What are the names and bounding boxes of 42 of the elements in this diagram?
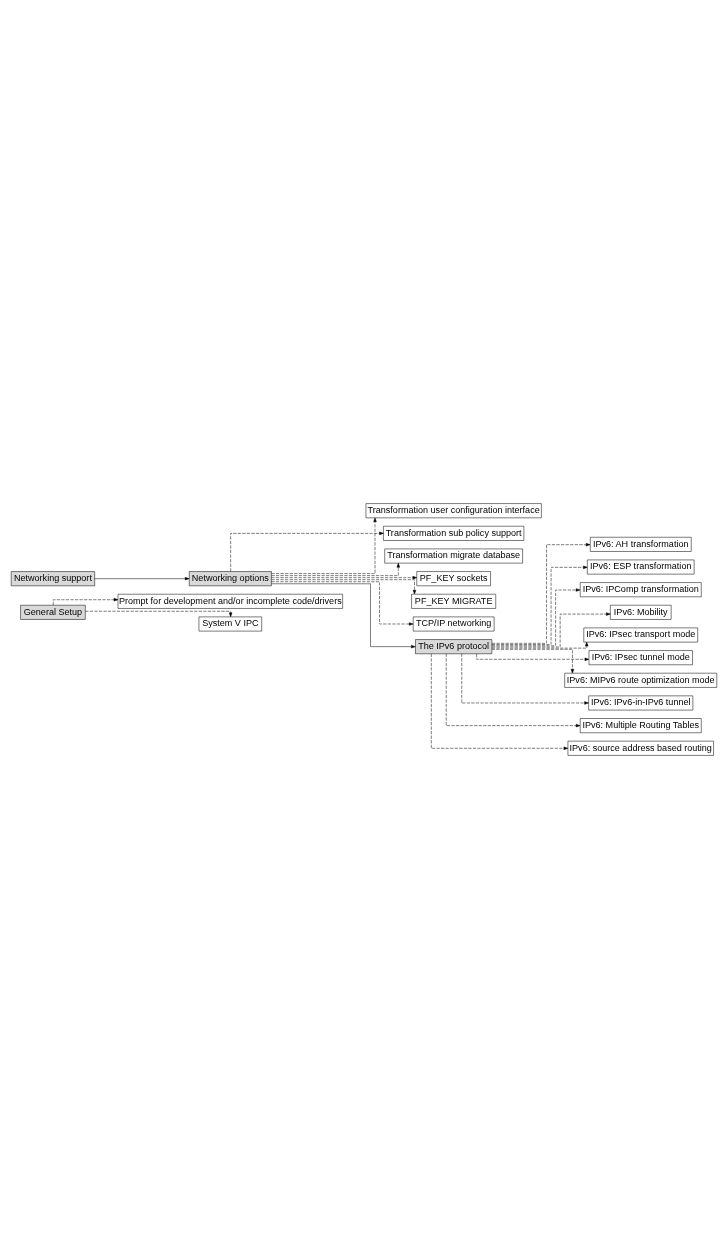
node-box: IPv6: ESP transformation: [587, 559, 695, 575]
arrow: [491, 649, 575, 674]
arrow: [271, 517, 377, 574]
node-box: IPv6: IPv6-in-IPv6 tunnel: [588, 695, 694, 711]
node-box: Transformation migrate database: [384, 548, 523, 564]
arrow: [445, 653, 581, 728]
arrow: [461, 653, 589, 705]
node-box: Networking support: [10, 571, 95, 587]
node-box: IPv6: MIPv6 route optimization mode: [564, 672, 718, 688]
node-box: IPv6: IPsec tunnel mode: [588, 650, 693, 666]
arrow: [431, 653, 569, 750]
node-box: System V IPC: [198, 616, 262, 632]
node-box: IPv6: IPComp transformation: [579, 582, 702, 598]
node-box: Networking options: [188, 571, 272, 587]
arrow: [271, 563, 400, 576]
node-box: General Setup: [20, 604, 86, 620]
node-box: IPv6: Mobility: [610, 604, 672, 620]
node-box: IPv6: source address based routing: [567, 740, 714, 756]
node-box: Transformation sub policy support: [383, 526, 525, 541]
arrow: [271, 576, 417, 580]
arrow: [271, 583, 416, 649]
node-box: PF_KEY MIGRATE: [411, 593, 496, 609]
arrow: [476, 653, 590, 661]
arrow: [491, 543, 591, 644]
arrow: [491, 612, 611, 648]
node-box: PF_KEY sockets: [416, 571, 491, 587]
arrow: [230, 531, 384, 572]
node-box: The IPv6 protocol: [415, 639, 493, 655]
arrow: [271, 581, 414, 626]
arrow: [491, 641, 589, 649]
node-box: IPv6: IPsec transport mode: [583, 627, 698, 643]
node-box: Prompt for development and/or incomplete code/drivers: [117, 593, 343, 609]
arrow: [491, 565, 588, 645]
arrow: [491, 588, 581, 646]
arrow: [85, 611, 233, 617]
arrow: [53, 598, 119, 606]
arrow: [271, 579, 417, 595]
node-box: IPv6: Multiple Routing Tables: [579, 718, 702, 733]
node-box: IPv6: AH transformation: [590, 537, 692, 552]
node-box: Transformation user configuration interface: [365, 503, 542, 519]
node-box: TCP/IP networking: [412, 616, 495, 632]
arrow: [94, 577, 190, 581]
